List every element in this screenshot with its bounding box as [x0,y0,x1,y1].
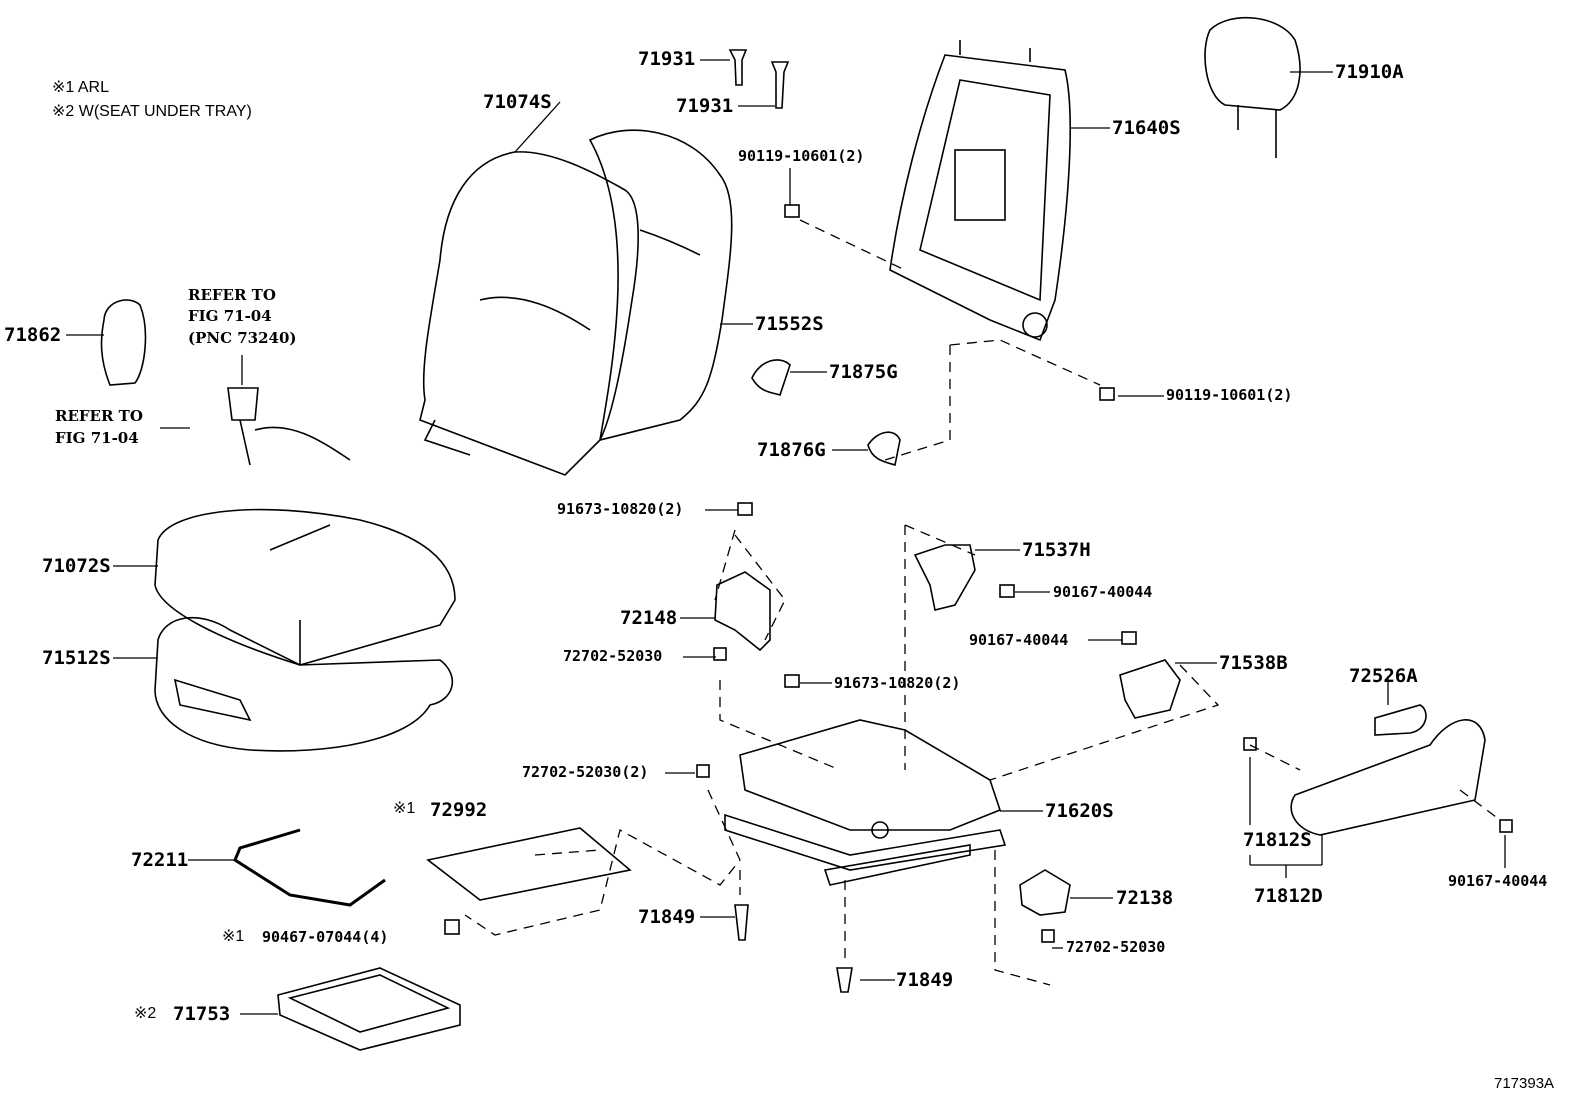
part-label: 71620S [1045,800,1114,822]
refer-text: FIG 71-04 [55,429,139,447]
part-label: 72148 [620,607,678,629]
part-label: 71753 [173,1003,231,1025]
part-label: 90167-40044 [969,631,1069,649]
seat-cushion-pad-71512S [154,616,454,752]
part-label: 72526A [1349,665,1418,687]
bolts [444,204,1513,993]
cover-71538B [1119,659,1181,719]
part-label: 91673-10820(2) [557,500,684,518]
part-label: 71849 [638,906,696,928]
seat-back-frame-71640S [889,40,1071,342]
seat-back-pad-71552S [588,129,733,442]
part-label: 90167-40044 [1448,872,1548,890]
part-label: 71875G [829,361,898,383]
refer-text: REFER TO [188,286,276,304]
seat-cushion-cover-71072S [154,508,456,666]
part-label: 71074S [483,91,552,113]
side-shield-71812D [1290,719,1486,836]
part-label: 71812D [1254,885,1323,907]
part-label: 71910A [1335,61,1404,83]
part-label: 72211 [131,849,189,871]
cover-72138 [1019,869,1071,916]
wire-72211 [233,828,386,907]
part-label: 71512S [42,647,111,669]
refer-text: REFER TO [55,407,143,425]
plate-72992 [426,827,632,901]
part-label: 72138 [1116,887,1174,909]
dashed-assembly-lines [464,219,1501,986]
part-label: 71537H [1022,539,1091,561]
part-label: 71876G [757,439,826,461]
mark-seat-under-tray: ※2 [134,1005,157,1022]
refer-text: (PNC 73240) [188,329,297,347]
cover-71537H [913,544,976,611]
seatbelt-buckle [227,387,351,466]
seat-back-cover-71074S [419,151,639,476]
part-label: 90119-10601(2) [1166,386,1293,404]
part-label: 71812S [1243,829,1312,851]
part-label: 71552S [755,313,824,335]
tray-71753 [277,967,461,1051]
mark-arl: ※1 [393,800,416,817]
part-label: 90467-07044(4) [262,928,389,946]
part-label: 71072S [42,555,111,577]
part-label: 72992 [430,799,488,821]
part-label: 71862 [4,324,62,346]
bracket-72148 [714,571,771,652]
trim-71862 [100,299,147,386]
mark-arl: ※1 [222,928,245,945]
part-label: 71538B [1219,652,1288,674]
part-label: 90167-40044 [1053,583,1153,601]
part-label: 71640S [1112,117,1181,139]
part-label: 71931 [676,95,734,117]
part-label: 71849 [896,969,954,991]
headrest-71910A [1204,16,1301,111]
part-label: 71931 [638,48,696,70]
leader-lines [66,59,1506,1015]
figure-id: 717393A [1494,1075,1555,1092]
part-label: 90119-10601(2) [738,147,865,165]
part-label: 72702-52030(2) [522,763,649,781]
note-seat-under-tray: ※2 W(SEAT UNDER TRAY) [52,103,252,120]
seat-adjuster-71620S [724,719,1007,886]
knob-72526A [1374,704,1427,736]
part-label: 72702-52030 [563,647,663,665]
part-label: 72702-52030 [1066,938,1166,956]
part-label: 91673-10820(2) [834,674,961,692]
note-arl: ※1 ARL [52,79,109,96]
refer-text: FIG 71-04 [188,307,272,325]
